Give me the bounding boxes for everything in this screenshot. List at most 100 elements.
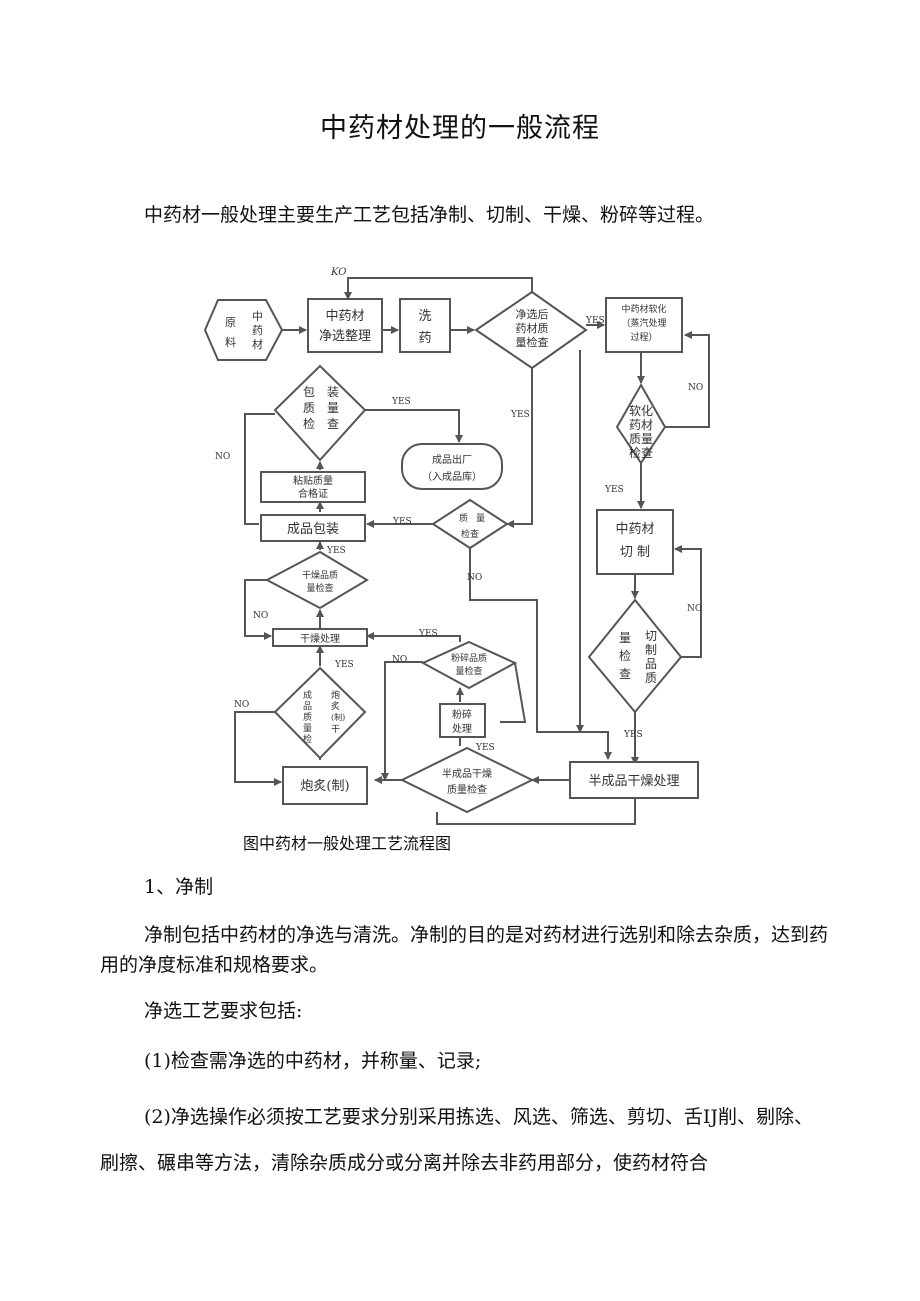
label-box: 粘贴质量 合格证 bbox=[260, 471, 366, 503]
no-label: NO bbox=[392, 655, 407, 665]
flow-labels: YES YES YES YES YES YES YES YES YES YES … bbox=[215, 316, 703, 753]
svg-text:中药材: 中药材 bbox=[615, 522, 654, 537]
svg-text:成品包装: 成品包装 bbox=[287, 522, 339, 537]
svg-text:炙: 炙 bbox=[331, 700, 340, 712]
section-paragraph: 净选工艺要求包括: bbox=[144, 1000, 303, 1022]
svg-text:KO: KO bbox=[330, 267, 346, 278]
svg-text:质量检查: 质量检查 bbox=[447, 783, 487, 796]
no-label: NO bbox=[234, 700, 249, 710]
svg-text:干燥处理: 干燥处理 bbox=[300, 633, 340, 645]
process-flowchart: 原 中 药 料 材 KO 中药材 净选整理 洗 药 净选后 药材质 量检查 中药… bbox=[203, 267, 710, 825]
svg-text:切: 切 bbox=[645, 629, 657, 643]
svg-text:装: 装 bbox=[327, 385, 339, 399]
svg-text:半成品干燥: 半成品干燥 bbox=[442, 767, 492, 780]
svg-text:查: 查 bbox=[327, 417, 339, 431]
svg-text:(制): (制) bbox=[331, 712, 345, 722]
ko-label: KO bbox=[330, 267, 346, 278]
svg-text:药材: 药材 bbox=[629, 418, 653, 432]
svg-text:炮: 炮 bbox=[331, 689, 340, 701]
page-title: 中药材处理的一般流程 bbox=[320, 113, 600, 144]
raw-label-2: 中 bbox=[252, 310, 263, 323]
raw-label-1: 原 bbox=[225, 316, 236, 329]
no-label: NO bbox=[215, 452, 230, 462]
svg-text:干: 干 bbox=[331, 724, 340, 735]
after-select-check: 净选后 药材质 量检查 bbox=[474, 290, 588, 370]
svg-text:粉碎品质: 粉碎品质 bbox=[451, 652, 487, 664]
svg-text:量: 量 bbox=[476, 513, 485, 524]
section-paragraph: 净制包括中药材的净选与清洗。净制的目的是对药材进行选别和除去杂质，达到药用的净度… bbox=[100, 924, 829, 976]
svg-text:（入成品库）: （入成品库） bbox=[422, 470, 482, 483]
svg-text:制: 制 bbox=[645, 643, 657, 657]
dry-box: 干燥处理 bbox=[272, 628, 368, 647]
yes-label: YES bbox=[326, 546, 346, 556]
svg-text:量: 量 bbox=[327, 401, 339, 415]
yes-label: YES bbox=[585, 316, 605, 326]
crush-check: 粉碎品质 量检查 bbox=[420, 640, 518, 690]
prep-box: 炮炙(制) bbox=[282, 766, 368, 805]
yes-label: YES bbox=[604, 485, 624, 495]
svg-text:过程）: 过程） bbox=[630, 331, 657, 343]
svg-text:软化: 软化 bbox=[629, 404, 653, 418]
semi-check: 半成品干燥 质量检查 bbox=[399, 746, 535, 814]
dry-check: 干燥品质 量检查 bbox=[264, 550, 369, 610]
svg-text:切 制: 切 制 bbox=[620, 545, 650, 560]
yes-label: YES bbox=[392, 517, 412, 527]
svg-text:量检查: 量检查 bbox=[306, 582, 333, 594]
svg-text:量: 量 bbox=[303, 723, 312, 734]
svg-text:中药材: 中药材 bbox=[325, 309, 364, 324]
svg-text:合格证: 合格证 bbox=[298, 487, 328, 500]
wash-box: 洗 药 bbox=[399, 298, 451, 353]
svg-text:质: 质 bbox=[303, 401, 315, 415]
list-item: (2)净选操作必须按工艺要求分别采用拣选、风选、筛选、剪切、舌IJ削、剔除、刷擦… bbox=[100, 1106, 814, 1174]
no-label: NO bbox=[467, 573, 482, 583]
crush-box: 粉碎 处理 bbox=[439, 703, 486, 738]
raw-label-4: 料 bbox=[225, 335, 236, 349]
svg-text:品: 品 bbox=[645, 657, 657, 671]
svg-text:药材质: 药材质 bbox=[516, 321, 549, 335]
quality-check: 质 量 检查 bbox=[431, 498, 509, 550]
yes-label: YES bbox=[391, 397, 411, 407]
svg-text:质: 质 bbox=[459, 512, 468, 524]
svg-text:净选整理: 净选整理 bbox=[319, 329, 371, 344]
svg-text:药: 药 bbox=[418, 331, 431, 346]
raw-label-3: 药 bbox=[252, 324, 263, 337]
soften-box: 中药材软化 （蒸汽处理 过程） bbox=[605, 297, 683, 353]
yes-label: YES bbox=[475, 743, 495, 753]
svg-text:炮炙(制): 炮炙(制) bbox=[300, 779, 349, 794]
svg-text:粘贴质量: 粘贴质量 bbox=[293, 474, 333, 487]
svg-text:洗: 洗 bbox=[418, 309, 431, 324]
svg-text:检: 检 bbox=[303, 416, 315, 431]
pack-check: 包 装 质 量 检 查 bbox=[273, 364, 367, 462]
svg-text:（蒸汽处理: （蒸汽处理 bbox=[621, 317, 666, 329]
svg-text:净选后: 净选后 bbox=[516, 307, 549, 321]
svg-text:量检查: 量检查 bbox=[516, 335, 549, 349]
yes-label: YES bbox=[418, 629, 438, 639]
svg-text:处理: 处理 bbox=[452, 723, 472, 735]
yes-label: YES bbox=[623, 730, 643, 740]
prep-check: 成 品 质 量 检 炮 炙 (制) 干 bbox=[273, 666, 367, 760]
raw-label-5: 材 bbox=[252, 337, 263, 351]
svg-text:包: 包 bbox=[303, 385, 315, 399]
svg-text:检查: 检查 bbox=[461, 528, 479, 540]
svg-text:质量: 质量 bbox=[629, 432, 653, 446]
svg-text:品: 品 bbox=[303, 701, 312, 712]
svg-text:干燥品质: 干燥品质 bbox=[302, 569, 338, 581]
select-box: 中药材 净选整理 bbox=[307, 298, 383, 353]
svg-text:质: 质 bbox=[645, 671, 657, 685]
yes-label: YES bbox=[334, 660, 354, 670]
raw-material-node: 原 中 药 料 材 bbox=[203, 299, 284, 361]
svg-text:中药材软化: 中药材软化 bbox=[621, 303, 666, 315]
yes-label: YES bbox=[510, 410, 530, 420]
no-label: NO bbox=[253, 611, 268, 621]
svg-text:量检查: 量检查 bbox=[455, 665, 482, 677]
svg-text:成: 成 bbox=[303, 689, 312, 701]
svg-text:半成品干燥处理: 半成品干燥处理 bbox=[588, 774, 679, 789]
svg-text:查: 查 bbox=[619, 667, 631, 681]
svg-text:检查: 检查 bbox=[629, 445, 653, 460]
finished-terminal: 成品出厂 （入成品库） bbox=[401, 443, 503, 490]
no-label: NO bbox=[688, 383, 703, 393]
cut-box: 中药材 切 制 bbox=[596, 509, 674, 575]
svg-text:粉碎: 粉碎 bbox=[452, 708, 472, 721]
list-item: (1)检查需净选的中药材，并称量、记录; bbox=[144, 1050, 482, 1072]
intro-paragraph: 中药材一般处理主要生产工艺包括净制、切制、干燥、粉碎等过程。 bbox=[144, 204, 715, 226]
